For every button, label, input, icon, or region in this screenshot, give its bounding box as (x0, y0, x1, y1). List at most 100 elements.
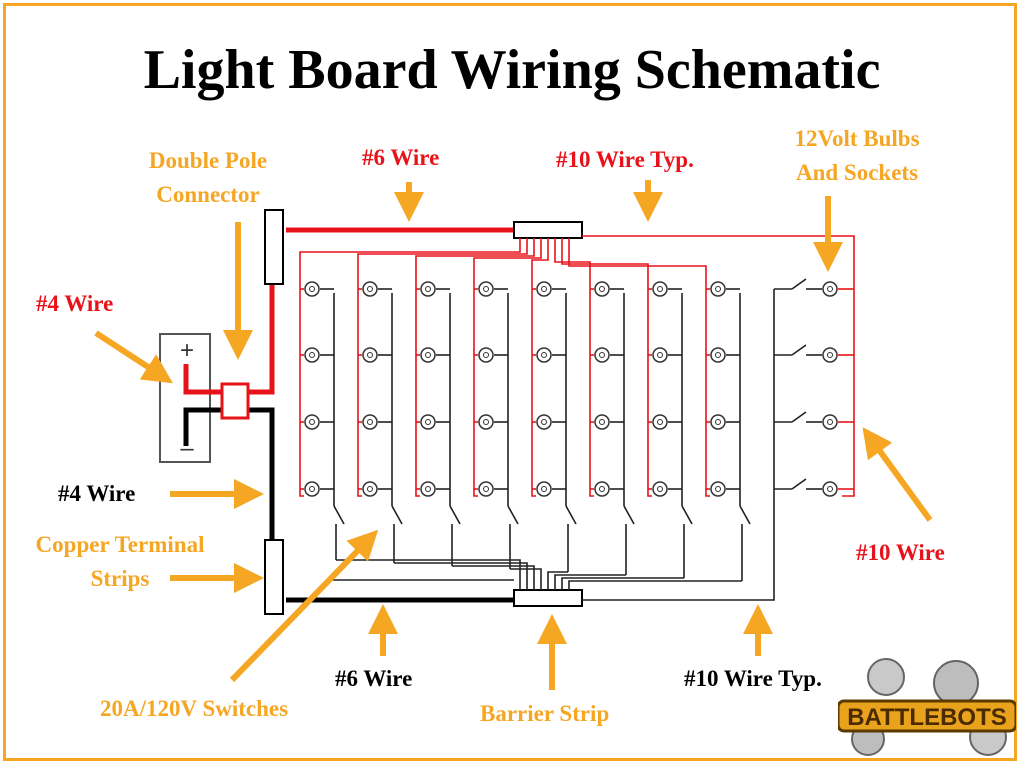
label-12volt-bulbs: 12Volt Bulbs And Sockets (762, 122, 952, 190)
bulb-icon (822, 281, 838, 297)
bulb-icon (536, 414, 552, 430)
bulb-filament (483, 486, 489, 492)
red-column-wire (554, 238, 594, 497)
bulb-icon (710, 281, 726, 297)
copper-terminal-strip-bottom (264, 539, 284, 615)
bulb-filament (425, 419, 431, 425)
arrow-switches (229, 529, 379, 683)
bulb-icon (594, 347, 610, 363)
switch-icon (791, 344, 807, 356)
bulb-icon (652, 347, 668, 363)
bulb-filament (483, 419, 489, 425)
switch-icon (623, 505, 635, 525)
bulb-filament (715, 352, 721, 358)
red-column-wire (357, 238, 528, 497)
bulb-filament (827, 286, 833, 292)
annotation-arrows (94, 180, 933, 690)
bulb-filament (657, 286, 663, 292)
bulb-icon (822, 481, 838, 497)
bulb-filament (827, 486, 833, 492)
bulb-filament (309, 419, 315, 425)
label-4-wire-red: #4 Wire (36, 291, 114, 316)
label-bulbs-line2: And Sockets (795, 160, 919, 185)
bulb-icon (710, 481, 726, 497)
bulb-filament (715, 286, 721, 292)
bulb-icon (304, 481, 320, 497)
bulb-icon (478, 481, 494, 497)
bulb-filament (425, 352, 431, 358)
logo-text: BATTLEBOTS (847, 704, 1007, 731)
copper-terminal-strip-top (264, 209, 284, 285)
label-10-wire-typ-bottom: #10 Wire Typ. (684, 666, 822, 691)
bulb-icon (478, 347, 494, 363)
bulb-icon (478, 414, 494, 430)
label-bulbs-line1: 12Volt Bulbs (794, 126, 920, 151)
black-branch-wires (320, 288, 822, 601)
bulb-icon (304, 347, 320, 363)
battlebots-logo-icon: BATTLEBOTS (838, 658, 1016, 756)
barrier-strip-bottom (513, 589, 583, 607)
double-pole-connector (220, 382, 250, 420)
label-4-wire-black: #4 Wire (58, 481, 136, 506)
black-return-wire (568, 580, 742, 590)
bulb-icon (822, 414, 838, 430)
bulb-filament (657, 486, 663, 492)
red-column-wire (561, 238, 652, 497)
bulb-filament (367, 286, 373, 292)
label-double-pole-line2: Connector (156, 182, 260, 207)
red-column-wire (473, 238, 542, 497)
bulb-filament (541, 286, 547, 292)
bulb-sockets (304, 281, 838, 497)
black-return-wire (561, 577, 684, 590)
label-double-pole-line1: Double Pole (148, 148, 268, 173)
bulb-icon (594, 281, 610, 297)
label-copper-terminal-strips: Copper Terminal Strips (10, 528, 230, 596)
bulb-icon (710, 414, 726, 430)
bulb-icon (362, 414, 378, 430)
switch-icon (791, 278, 807, 290)
switch-icon (391, 505, 403, 525)
switch-icon (791, 478, 807, 490)
switch-icon (791, 411, 807, 423)
bulb-icon (362, 281, 378, 297)
bulb-filament (309, 352, 315, 358)
bulb-filament (827, 352, 833, 358)
bulb-filament (599, 286, 605, 292)
black-return-wire (452, 565, 535, 590)
switches-group (333, 278, 807, 525)
red-main-wire (183, 227, 514, 395)
label-6-wire-bottom: #6 Wire (335, 666, 413, 691)
bulb-filament (367, 419, 373, 425)
bulb-filament (715, 419, 721, 425)
bulb-filament (657, 419, 663, 425)
bulb-icon (304, 414, 320, 430)
label-6-wire-top: #6 Wire (362, 145, 440, 170)
black-main-wire (183, 407, 514, 603)
bulb-icon (420, 281, 436, 297)
bulb-icon (652, 281, 668, 297)
bulb-icon (478, 281, 494, 297)
bulb-icon (362, 481, 378, 497)
bulb-icon (652, 481, 668, 497)
label-copper-line2: Strips (90, 566, 150, 591)
bulb-icon (420, 347, 436, 363)
bulb-filament (541, 419, 547, 425)
bulb-filament (541, 486, 547, 492)
black-return-wire (394, 562, 528, 590)
page-title: Light Board Wiring Schematic (143, 39, 881, 101)
black-return-wire (336, 559, 521, 590)
red-column-wire (415, 238, 535, 497)
bulb-icon (710, 347, 726, 363)
bulb-icon (304, 281, 320, 297)
bulb-filament (599, 486, 605, 492)
switch-icon (565, 505, 577, 525)
bulb-icon (594, 414, 610, 430)
bulb-filament (483, 352, 489, 358)
bulb-filament (715, 486, 721, 492)
red-column-wire (299, 238, 521, 497)
bulb-filament (425, 286, 431, 292)
arrow-10-wire-right (862, 427, 933, 522)
bulb-icon (420, 481, 436, 497)
bulb-filament (425, 486, 431, 492)
red-column-wire (568, 238, 710, 497)
